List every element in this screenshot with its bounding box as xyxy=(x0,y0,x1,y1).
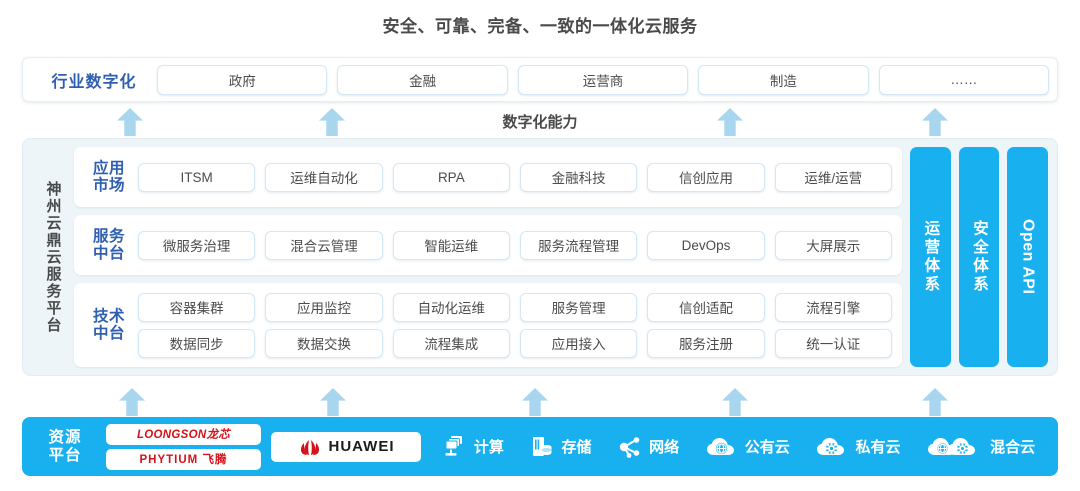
huawei-wordmark: HUAWEI xyxy=(328,438,395,455)
industry-band-label: 行业数字化 xyxy=(51,73,137,91)
row-label-line-1: 应用 xyxy=(92,159,125,177)
platform-row-app-market: 应用 市场 ITSM 运维自动化 RPA 金融科技 信创应用 运维/运营 xyxy=(74,147,902,207)
platform-cell-service-process-mgmt[interactable]: 服务流程管理 xyxy=(519,230,638,260)
resource-item-public-cloud[interactable]: 公有云 xyxy=(705,434,790,460)
industry-items-list: 政府 金融 运营商 制造 …… xyxy=(157,64,1050,95)
resource-item-label-public-cloud: 公有云 xyxy=(744,439,790,456)
platform-pillars: 运营体系 安全体系 Open API xyxy=(910,147,1049,367)
cell-line: 数据同步 数据交换 流程集成 应用接入 服务注册 统一认证 xyxy=(138,328,892,358)
resource-item-label-network: 网络 xyxy=(649,439,680,456)
industry-item-telecom[interactable]: 运营商 xyxy=(517,64,689,95)
platform-cell-itsm[interactable]: ITSM xyxy=(138,162,256,192)
platform-cell-ops-operations[interactable]: 运维/运营 xyxy=(774,162,892,192)
platform-rows: 应用 市场 ITSM 运维自动化 RPA 金融科技 信创应用 运维/运营 xyxy=(74,147,902,367)
pillar-label-operations: 运营体系 xyxy=(922,220,940,294)
platform-cell-ops-automation[interactable]: 运维自动化 xyxy=(265,162,383,192)
platform-cell-intelligent-ops[interactable]: 智能运维 xyxy=(392,230,510,260)
pillar-operations-system[interactable]: 运营体系 xyxy=(910,147,951,367)
platform-cell-service-registry[interactable]: 服务注册 xyxy=(647,328,765,358)
cell-line: ITSM 运维自动化 RPA 金融科技 信创应用 运维/运营 xyxy=(138,162,892,192)
platform-cell-devops[interactable]: DevOps xyxy=(647,230,765,260)
platform-row-label-app-market: 应用 市场 xyxy=(80,160,138,195)
resource-items-list: 计算 存储 网络 xyxy=(431,434,1046,460)
resource-item-hybrid-cloud[interactable]: 混合云 xyxy=(926,434,1035,460)
resource-label-line-2: 平台 xyxy=(48,446,82,464)
resource-item-network[interactable]: 网络 xyxy=(617,434,679,460)
platform-side-label: 神州云鼎云服务平台 xyxy=(44,180,62,334)
platform-row-label-tech-middle: 技术 中台 xyxy=(80,308,138,343)
servers-stack-icon xyxy=(445,435,462,456)
platform-cell-data-sync[interactable]: 数据同步 xyxy=(138,328,256,358)
public-cloud-icon xyxy=(706,437,734,455)
platform-cell-rpa[interactable]: RPA xyxy=(392,162,510,192)
platform-cell-dashboard-display[interactable]: 大屏展示 xyxy=(774,230,892,260)
phytium-logo: PHYTIUM 飞腾 xyxy=(106,448,261,470)
pillar-label-open-api: Open API xyxy=(1019,219,1037,295)
vendor-logo-stack: LOONGSON龙芯 PHYTIUM 飞腾 xyxy=(106,423,261,470)
upward-arrow-icon-bottom-4 xyxy=(722,388,748,416)
upward-arrow-icon-bottom-5 xyxy=(922,388,948,416)
platform-cell-app-monitoring[interactable]: 应用监控 xyxy=(265,292,383,322)
digital-capability-caption: 数字化能力 xyxy=(502,114,578,131)
resource-item-private-cloud[interactable]: 私有云 xyxy=(815,434,900,460)
pillar-label-security: 安全体系 xyxy=(971,220,988,294)
resource-platform-bar: 资源 平台 LOONGSON龙芯 PHYTIUM 飞腾 HUAWEI 计算 xyxy=(22,417,1058,476)
hybrid-cloud-icon xyxy=(928,437,976,455)
platform-cell-process-integration[interactable]: 流程集成 xyxy=(392,328,510,358)
platform-cell-microservice-governance[interactable]: 微服务治理 xyxy=(138,230,256,260)
platform-cell-data-exchange[interactable]: 数据交换 xyxy=(265,328,383,358)
resource-item-label-compute: 计算 xyxy=(473,439,504,456)
platform-body: 应用 市场 ITSM 运维自动化 RPA 金融科技 信创应用 运维/运营 xyxy=(74,147,1049,367)
platform-cell-service-mgmt[interactable]: 服务管理 xyxy=(519,292,638,322)
storage-disk-icon xyxy=(533,436,552,456)
row-label-line-1: 技术 xyxy=(92,307,125,325)
row-label-line-1: 服务 xyxy=(92,227,125,245)
industry-item-more[interactable]: …… xyxy=(878,64,1050,95)
resource-item-label-hybrid-cloud: 混合云 xyxy=(990,439,1036,456)
platform-row-label-service-middle: 服务 中台 xyxy=(80,228,138,263)
platform-row-service-middle: 服务 中台 微服务治理 混合云管理 智能运维 服务流程管理 DevOps 大屏展… xyxy=(74,215,902,275)
platform-row-cells-service-middle: 微服务治理 混合云管理 智能运维 服务流程管理 DevOps 大屏展示 xyxy=(138,230,892,260)
platform-cell-xinchuang-adaptation[interactable]: 信创适配 xyxy=(647,292,765,322)
platform-cell-automated-ops[interactable]: 自动化运维 xyxy=(392,292,510,322)
platform-cell-fintech[interactable]: 金融科技 xyxy=(519,162,638,192)
platform-row-cells-tech-middle: 容器集群 应用监控 自动化运维 服务管理 信创适配 流程引擎 数据同步 数据交换… xyxy=(138,292,892,358)
industry-digitalization-band: 行业数字化 政府 金融 运营商 制造 …… xyxy=(22,57,1058,102)
platform-cell-container-cluster[interactable]: 容器集群 xyxy=(138,292,256,322)
platform-cell-hybrid-cloud-mgmt[interactable]: 混合云管理 xyxy=(265,230,383,260)
cell-line: 容器集群 应用监控 自动化运维 服务管理 信创适配 流程引擎 xyxy=(138,292,892,322)
cell-line: 微服务治理 混合云管理 智能运维 服务流程管理 DevOps 大屏展示 xyxy=(138,230,892,260)
platform-row-tech-middle: 技术 中台 容器集群 应用监控 自动化运维 服务管理 信创适配 流程引擎 数据同… xyxy=(74,283,902,367)
platform-row-cells-app-market: ITSM 运维自动化 RPA 金融科技 信创应用 运维/运营 xyxy=(138,162,892,192)
industry-item-manufacturing[interactable]: 制造 xyxy=(698,64,869,95)
industry-item-finance[interactable]: 金融 xyxy=(337,64,508,95)
resource-label-line-1: 资源 xyxy=(48,428,82,446)
pillar-security-system[interactable]: 安全体系 xyxy=(958,147,1000,367)
upward-arrow-icon-bottom-2 xyxy=(320,388,346,416)
platform-cell-app-access[interactable]: 应用接入 xyxy=(519,328,638,358)
huawei-logo: HUAWEI xyxy=(271,431,421,462)
resource-item-compute[interactable]: 计算 xyxy=(442,434,504,460)
row-label-line-2: 市场 xyxy=(92,177,125,194)
upward-arrow-icon-bottom-1 xyxy=(119,388,145,416)
cloud-service-platform-panel: 神州云鼎云服务平台 应用 市场 ITSM 运维自动化 RPA 金融科技 信创应用… xyxy=(22,138,1058,376)
resource-platform-label: 资源 平台 xyxy=(34,429,96,465)
row-label-line-2: 中台 xyxy=(92,245,125,262)
platform-cell-unified-auth[interactable]: 统一认证 xyxy=(774,328,892,358)
page-title: 安全、可靠、完备、一致的一体化云服务 xyxy=(382,17,698,36)
platform-cell-process-engine[interactable]: 流程引擎 xyxy=(774,292,892,322)
huawei-flower-icon xyxy=(300,439,319,455)
platform-cell-xinchuang-app[interactable]: 信创应用 xyxy=(647,162,765,192)
resource-item-label-private-cloud: 私有云 xyxy=(855,439,901,456)
pillar-open-api[interactable]: Open API xyxy=(1007,147,1049,367)
industry-item-government[interactable]: 政府 xyxy=(157,64,328,95)
upward-arrow-icon-bottom-3 xyxy=(522,388,548,416)
resource-item-label-storage: 存储 xyxy=(561,439,592,456)
private-cloud-icon xyxy=(817,437,845,455)
network-nodes-icon xyxy=(619,436,640,458)
row-label-line-2: 中台 xyxy=(92,325,125,342)
loongson-logo: LOONGSON龙芯 xyxy=(106,423,261,445)
resource-item-storage[interactable]: 存储 xyxy=(529,434,591,460)
